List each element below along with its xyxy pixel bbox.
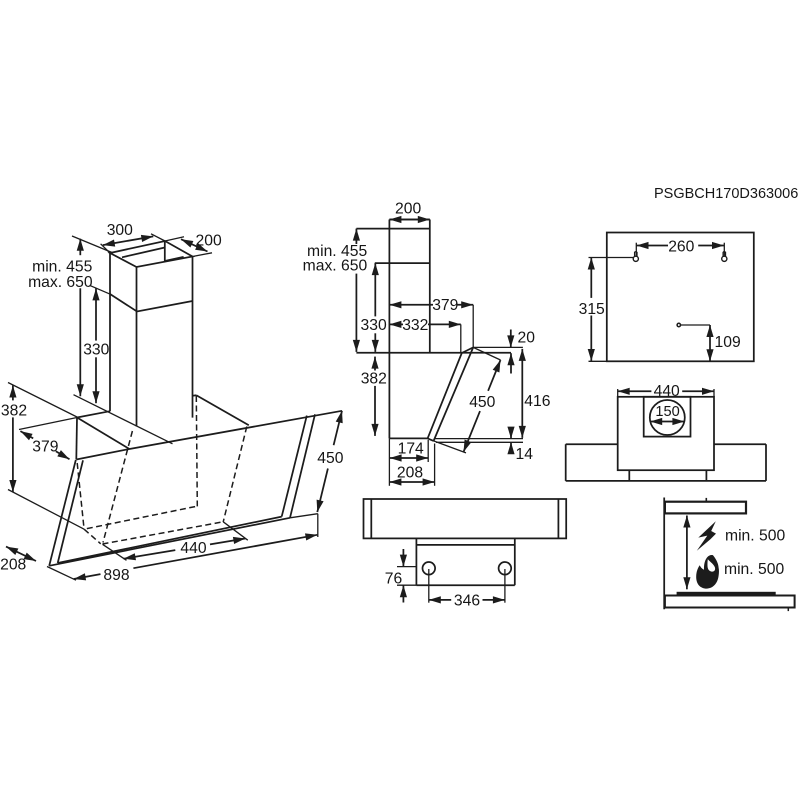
svg-text:min. 455: min. 455 bbox=[307, 243, 367, 260]
svg-text:20: 20 bbox=[518, 329, 536, 346]
svg-text:300: 300 bbox=[107, 222, 133, 239]
svg-text:450: 450 bbox=[317, 450, 343, 467]
svg-text:416: 416 bbox=[524, 393, 550, 410]
svg-text:330: 330 bbox=[361, 317, 387, 334]
svg-text:315: 315 bbox=[579, 301, 605, 318]
svg-text:382: 382 bbox=[361, 371, 387, 388]
svg-text:346: 346 bbox=[454, 592, 480, 609]
svg-text:332: 332 bbox=[402, 317, 428, 334]
svg-text:150: 150 bbox=[655, 404, 679, 420]
svg-text:440: 440 bbox=[654, 383, 680, 400]
svg-text:14: 14 bbox=[516, 446, 534, 463]
svg-text:174: 174 bbox=[398, 441, 424, 458]
svg-text:440: 440 bbox=[180, 540, 206, 557]
svg-text:208: 208 bbox=[397, 465, 423, 482]
svg-text:109: 109 bbox=[715, 334, 741, 351]
svg-text:min. 455: min. 455 bbox=[32, 258, 92, 275]
svg-text:382: 382 bbox=[1, 403, 27, 420]
svg-text:898: 898 bbox=[103, 567, 129, 584]
svg-text:76: 76 bbox=[385, 570, 403, 587]
svg-text:PSGBCH170D363006: PSGBCH170D363006 bbox=[654, 186, 798, 202]
svg-text:max. 650: max. 650 bbox=[28, 274, 93, 291]
svg-text:450: 450 bbox=[469, 394, 495, 411]
svg-text:min. 500: min. 500 bbox=[725, 527, 785, 544]
svg-text:min. 500: min. 500 bbox=[724, 561, 784, 578]
svg-text:330: 330 bbox=[83, 342, 109, 359]
svg-text:200: 200 bbox=[196, 232, 222, 249]
svg-text:200: 200 bbox=[395, 201, 421, 218]
svg-text:260: 260 bbox=[668, 238, 694, 255]
svg-text:379: 379 bbox=[432, 297, 458, 314]
svg-text:379: 379 bbox=[32, 438, 58, 455]
svg-text:208: 208 bbox=[0, 557, 26, 574]
svg-text:max. 650: max. 650 bbox=[303, 258, 368, 275]
